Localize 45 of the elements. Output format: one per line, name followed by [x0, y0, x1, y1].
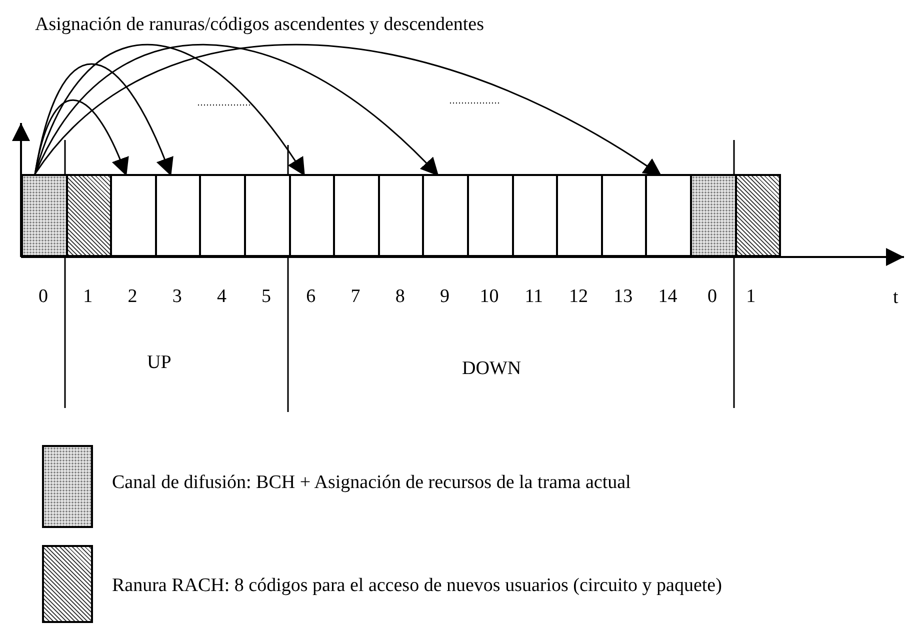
- arrow: [34, 100, 128, 176]
- legend-text: Canal de difusión: BCH + Asignación de recursos de la trama actual: [112, 472, 632, 494]
- arrow: [34, 64, 173, 176]
- time-slot: [734, 174, 782, 257]
- slot-number: 9: [438, 286, 450, 308]
- time-slot: [66, 174, 112, 257]
- time-slot: [244, 174, 291, 257]
- slot-number: 13: [612, 286, 634, 308]
- time-slot: [333, 174, 380, 257]
- time-slot: [154, 174, 202, 257]
- axis-label: DOWN: [462, 358, 522, 380]
- time-slot: [600, 174, 648, 257]
- time-slot: [21, 174, 68, 257]
- slot-number: 1: [745, 286, 757, 308]
- slot-number: 12: [568, 286, 589, 308]
- slot-number: 4: [216, 286, 228, 308]
- slot-number: 8: [394, 286, 406, 308]
- arrow: [34, 44, 306, 176]
- time-slot: [288, 174, 336, 257]
- axis-label: t: [893, 287, 898, 309]
- slot-number: 14: [657, 286, 678, 308]
- slot-number: 7: [350, 286, 362, 308]
- axis-label: UP: [147, 352, 172, 374]
- slot-number: 11: [524, 286, 544, 308]
- time-slot: [690, 174, 737, 257]
- diagram-title: Asignación de ranuras/códigos ascendentes y descendentes: [35, 14, 484, 36]
- slot-number: 6: [305, 286, 317, 308]
- slot-number: 5: [260, 286, 272, 308]
- time-slot: [467, 174, 514, 257]
- time-slot: [512, 174, 558, 257]
- arrow: [34, 44, 440, 177]
- slot-number: 0: [38, 286, 50, 308]
- legend-text: Ranura RACH: 8 códigos para el acceso de nuevos usuarios (circuito y paquete): [112, 575, 723, 597]
- slot-number: 3: [171, 286, 183, 308]
- time-slot: [422, 174, 469, 257]
- time-slot: [378, 174, 424, 257]
- slot-number: 1: [82, 286, 94, 308]
- arrow: [34, 44, 662, 177]
- slot-number: 0: [706, 286, 718, 308]
- time-slot: [199, 174, 246, 257]
- time-slot: [556, 174, 603, 257]
- slot-number: 2: [126, 286, 138, 308]
- slot-number: 10: [478, 286, 500, 308]
- time-slot: [110, 174, 157, 257]
- time-slot: [645, 174, 692, 257]
